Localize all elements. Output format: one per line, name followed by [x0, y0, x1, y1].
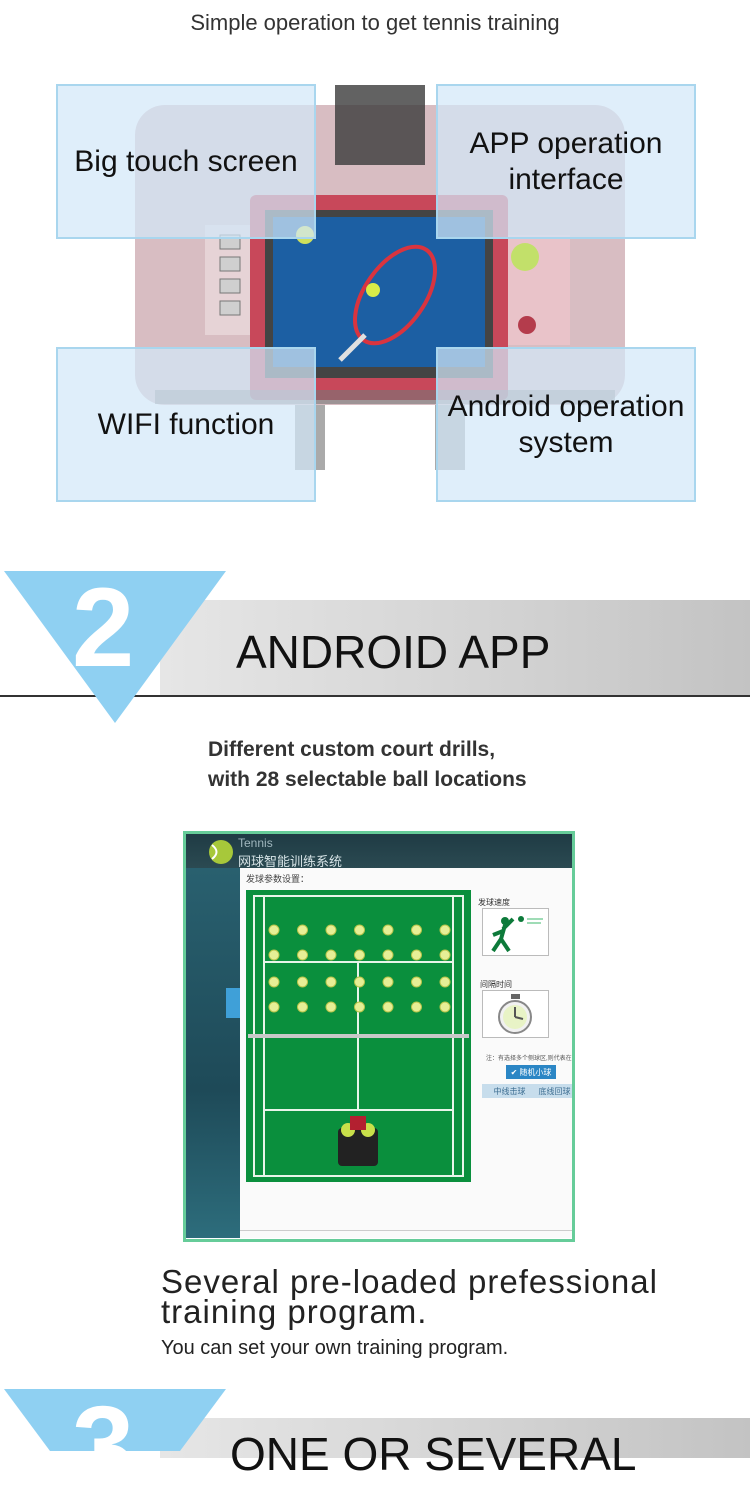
tab-center[interactable]: 中线击球 — [482, 1084, 537, 1098]
section-2-triangle — [4, 571, 226, 723]
ball-location[interactable] — [411, 924, 422, 936]
section-3-number: 3 — [72, 1383, 135, 1508]
tennis-player-icon — [491, 916, 543, 953]
ball-location[interactable] — [297, 976, 308, 988]
ball-location[interactable] — [354, 924, 365, 936]
section-intro-title: Simple operation to get tennis training — [190, 10, 560, 35]
check-icon: ✔ — [510, 1067, 518, 1077]
ball-location[interactable] — [325, 976, 337, 988]
ball-location[interactable] — [297, 949, 308, 961]
section-3-triangle — [4, 1389, 226, 1451]
ball-location[interactable] — [297, 1001, 308, 1013]
tennis-court-selector[interactable] — [246, 890, 471, 1182]
tennis-ball-icon — [209, 840, 233, 864]
section-2-number: 2 — [72, 565, 135, 690]
ball-location[interactable] — [411, 976, 422, 988]
subline: You can set your own training program. — [161, 1337, 509, 1359]
interval-card[interactable] — [482, 990, 549, 1038]
ball-location[interactable] — [354, 976, 365, 988]
ball-location[interactable] — [325, 1001, 337, 1013]
ball-location[interactable] — [268, 1001, 280, 1013]
ball-location[interactable] — [439, 924, 451, 936]
sidebar-tab[interactable] — [226, 988, 240, 1018]
interval-label: 间隔时间 — [480, 980, 512, 989]
ball-location[interactable] — [382, 949, 394, 961]
ball-location[interactable] — [411, 1001, 422, 1013]
ball-location[interactable] — [354, 949, 365, 961]
stopwatch-icon — [498, 994, 532, 1034]
section-2-banner-bar — [160, 600, 750, 695]
ball-location[interactable] — [382, 976, 394, 988]
ball-location[interactable] — [325, 924, 337, 936]
app-settings-label: 发球参数设置： — [246, 874, 310, 884]
app-screenshot: Tennis 网球智能训练系统 发球参数设置： 发球速度 — [183, 831, 575, 1242]
random-ball-label: 随机小球 — [519, 1067, 552, 1077]
feature-big-touch-screen: Big touch screen — [56, 84, 316, 239]
app-note: 注：有选择多个侧球区,则代表在选 — [486, 1056, 572, 1062]
ball-location[interactable] — [268, 949, 280, 961]
section-2-title: ANDROID APP — [236, 626, 551, 678]
headline-line-1: Several pre-loaded prefessional — [161, 1263, 658, 1300]
feature-android-system: Android operation system — [436, 347, 696, 502]
ball-location[interactable] — [354, 1001, 365, 1013]
app-sidebar — [186, 868, 240, 1238]
section-2-description-1: Different custom court drills, — [208, 738, 496, 761]
ball-location[interactable] — [325, 949, 337, 961]
ball-location[interactable] — [268, 976, 280, 988]
speed-card[interactable] — [482, 908, 549, 956]
headline-line-2: training program. — [161, 1293, 428, 1330]
app-brand: Tennis — [238, 836, 273, 850]
ball-location[interactable] — [439, 1001, 451, 1013]
ball-location[interactable] — [382, 1001, 394, 1013]
ball-location[interactable] — [297, 924, 308, 936]
tab-wide[interactable]: 底线回球 — [537, 1084, 572, 1098]
ball-location-grid — [268, 924, 451, 1013]
ball-location[interactable] — [439, 949, 451, 961]
app-header: Tennis 网球智能训练系统 — [186, 834, 572, 869]
section-3-title: ONE OR SEVERAL — [230, 1428, 637, 1480]
speed-label: 发球速度 — [478, 898, 510, 907]
ball-location[interactable] — [411, 949, 422, 961]
ball-location[interactable] — [268, 924, 280, 936]
machine-on-court — [338, 1116, 378, 1166]
section-2-description-2: with 28 selectable ball locations — [208, 768, 527, 791]
app-footer-line — [240, 1230, 572, 1231]
random-ball-button[interactable]: ✔随机小球 — [506, 1065, 556, 1079]
feature-app-interface: APP operation interface — [436, 84, 696, 239]
section-2-divider — [0, 695, 750, 697]
feature-wifi: WIFI function — [56, 347, 316, 502]
ball-location[interactable] — [439, 976, 451, 988]
ball-location[interactable] — [382, 924, 394, 936]
app-system-title: 网球智能训练系统 — [238, 854, 343, 869]
